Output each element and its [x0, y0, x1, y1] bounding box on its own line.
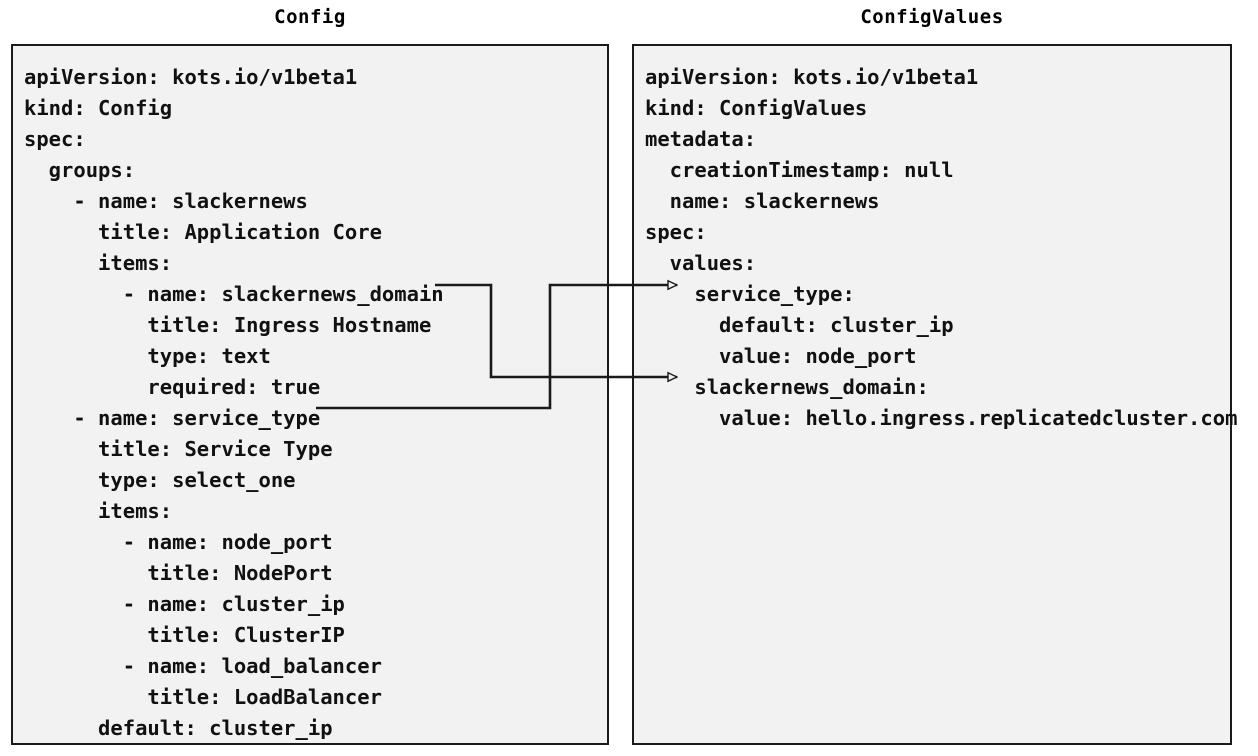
config-yaml-line: - name: service_type: [24, 406, 321, 430]
configvalues-panel-title: ConfigValues: [860, 6, 1004, 28]
configvalues-panel: apiVersion: kots.io/v1beta1 kind: ConfigV…: [632, 44, 1238, 745]
config-yaml-line: items:: [24, 251, 173, 275]
config-yaml-line: - name: slackernews: [24, 189, 308, 213]
configvalues-yaml-line: apiVersion: kots.io/v1beta1: [645, 65, 979, 89]
config-yaml-block: apiVersion: kots.io/v1beta1 kind: Config s…: [24, 62, 603, 744]
config-yaml-line: title: Application Core: [24, 220, 382, 244]
config-yaml-line: title: Ingress Hostname: [24, 313, 432, 337]
configvalues-yaml-line: name: slackernews: [645, 189, 880, 213]
configvalues-yaml-line: service_type:: [645, 282, 855, 306]
config-yaml-line: groups:: [24, 158, 136, 182]
configvalues-yaml-block: apiVersion: kots.io/v1beta1 kind: ConfigV…: [645, 62, 1238, 434]
config-yaml-line: default: cluster_ip: [24, 716, 333, 740]
config-yaml-line: title: NodePort: [24, 561, 333, 585]
configvalues-yaml-line: slackernews_domain:: [645, 375, 929, 399]
config-panel: apiVersion: kots.io/v1beta1 kind: Config s…: [11, 44, 609, 745]
config-yaml-line: type: text: [24, 344, 271, 368]
config-yaml-line: title: ClusterIP: [24, 623, 345, 647]
config-yaml-line: - name: load_balancer: [24, 654, 382, 678]
config-yaml-line: - name: slackernews_domain: [24, 282, 444, 306]
configvalues-yaml-line: default: cluster_ip: [645, 313, 954, 337]
config-yaml-line: items:: [24, 499, 173, 523]
configvalues-yaml-line: kind: ConfigValues: [645, 96, 868, 120]
configvalues-yaml-line: value: hello.ingress.replicatedcluster.c…: [645, 406, 1238, 430]
configvalues-yaml-line: spec:: [645, 220, 707, 244]
config-yaml-line: title: LoadBalancer: [24, 685, 382, 709]
configvalues-yaml-line: values:: [645, 251, 757, 275]
configvalues-yaml-line: metadata:: [645, 127, 757, 151]
config-yaml-line: apiVersion: kots.io/v1beta1: [24, 65, 358, 89]
config-yaml-line: - name: node_port: [24, 530, 333, 554]
config-yaml-line: type: select_one: [24, 468, 296, 492]
config-yaml-line: required: true: [24, 375, 321, 399]
config-yaml-line: title: Service Type: [24, 437, 333, 461]
config-yaml-line: - name: cluster_ip: [24, 592, 345, 616]
config-yaml-line: kind: Config: [24, 96, 173, 120]
config-panel-title: Config: [274, 6, 346, 28]
configvalues-yaml-line: creationTimestamp: null: [645, 158, 954, 182]
config-yaml-line: spec:: [24, 127, 86, 151]
configvalues-yaml-line: value: node_port: [645, 344, 917, 368]
